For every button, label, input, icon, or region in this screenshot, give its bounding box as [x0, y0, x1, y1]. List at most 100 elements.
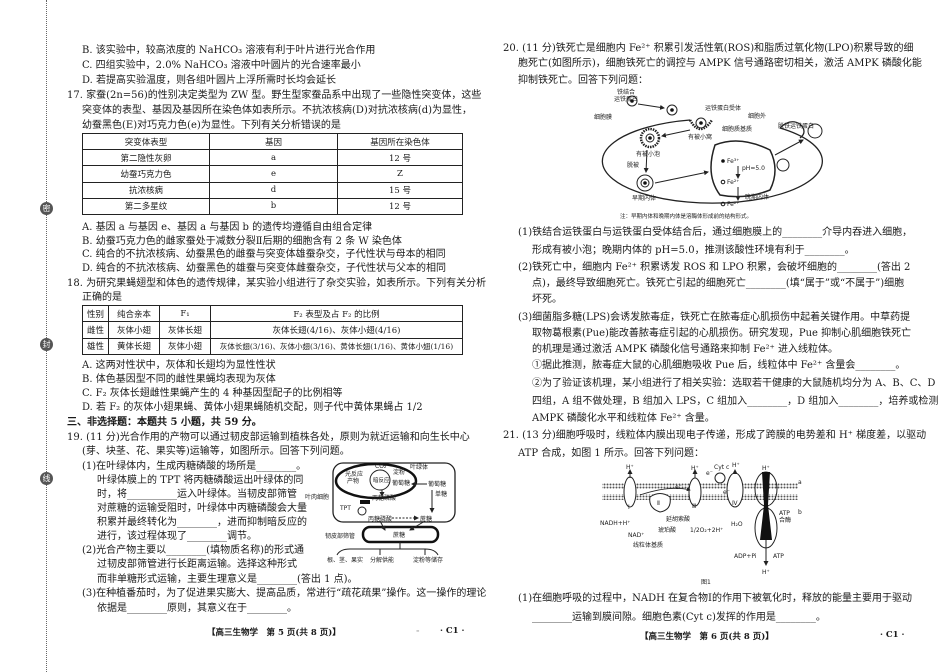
label-uncoating: 脱被 — [627, 161, 639, 169]
q20-part3: (3)细菌脂多糖(LPS)会诱发脓毒症，铁死亡在脓毒症心肌损伤中起着关键作用。中… — [518, 312, 911, 323]
coated-vesicle — [639, 127, 661, 149]
q18-stem: 正确的是 — [82, 292, 122, 303]
label-cyt-c: Cyt c — [714, 464, 729, 471]
tpt-transporter — [360, 500, 370, 504]
label-glucose-cytosol: 葡萄糖 — [428, 480, 446, 488]
label-co2: CO₂ — [375, 463, 387, 470]
coated-pit — [688, 119, 714, 131]
q17-stem: 突变体的表型、基因及基因所在染色体如表所示。不抗浓核病(D)对抗浓核病(d)为显… — [82, 105, 473, 116]
q20-stem: 20. (11 分)铁死亡是细胞内 Fe²⁺ 积累引发活性氧(ROS)和脂质过氧… — [503, 43, 914, 54]
label-sucrose: 蔗糖 — [420, 515, 432, 523]
label-water: H₂O — [731, 521, 743, 528]
q20-part3: 取物葛根素(Pue)能改善脓毒症引起的心肌损伤。研究发现，Pue 抑制心肌细胞铁… — [532, 328, 912, 339]
q20-stem: 抑制铁死亡。回答下列问题： — [518, 75, 648, 86]
q19-part1: 叶绿体膜上的 TPT 将丙糖磷酸运出叶绿体的同 — [97, 475, 304, 486]
early-endosome — [636, 174, 654, 192]
cell-membrane — [601, 119, 823, 204]
label-triose-phosphate: 丙糖磷酸 — [372, 494, 396, 502]
q20-part2: 点)，最终导致细胞死亡。铁死亡引起的细胞死亡________(填“属于”或“不属… — [532, 278, 905, 289]
q16-option-c: C. 四组实验中，2.0% NaHCO₃ 溶液中叶圆片的光合速率最小 — [82, 60, 361, 71]
q19-stem: 19. (11 分)光合作用的产物可以通过韧皮部运输到植株各处，原则为就近运输和… — [67, 432, 470, 443]
q19-part3: (3)在种植番茄时，为了促进果实膨大、提高品质，常进行“疏花疏果”操作。这一操作… — [82, 588, 487, 599]
receptor-complex — [776, 158, 790, 172]
q19-part1: (1)在叶绿体内，生成丙糖磷酸的场所是________。 — [82, 461, 307, 472]
figure-note: 注：早期内体和晚期内体是溶酶体形成前的结构形式。 — [620, 212, 752, 220]
arrow — [409, 520, 426, 531]
label-extracellular: 细胞外 — [748, 112, 766, 120]
label-light-product: 产物 — [347, 477, 359, 485]
q17-stem: 幼蚕黑色(E)对巧克力色(e)为显性。下列有关分析错误的是 — [82, 120, 341, 131]
table-row: 雌性 灰体小翅 灰体长翅 灰体长翅(4/16)、灰体小翅(4/16) — [82, 321, 463, 339]
pi-circle — [357, 506, 367, 516]
label-mesophyll-cell: 叶肉细胞 — [305, 493, 329, 501]
complex-2 — [649, 493, 671, 513]
table-cell: 灰体小翅 — [159, 337, 211, 356]
q17-option-d: D. 纯合的不抗浓核病、幼蚕黑色的雄蚕与突变体雌蚕杂交，子代性状与父本的相同 — [82, 263, 447, 274]
electron-path — [639, 487, 691, 496]
q18-option-c: C. F₂ 灰体长翅雌性果蝇产生的 4 种基因型配子的比例相等 — [82, 388, 343, 399]
page-footer: 【高三生物学 第 5 页(共 8 页)】 — [207, 628, 341, 638]
binding-line — [46, 0, 47, 672]
label-holo-transferrin: 铁结合 — [617, 88, 635, 96]
label-ph: pH=5.0 — [742, 165, 765, 172]
distribution-bracket — [336, 542, 439, 556]
footer-dash: - — [416, 626, 420, 636]
label-complex-3: Ⅲ — [692, 503, 696, 510]
q18-option-a: A. 这两对性状中，灰体和长翅均为显性性状 — [82, 360, 276, 371]
table-row: 雄性 黄体长翅 灰体小翅 灰体长翅(3/16)、灰体小翅(3/16)、黄体长翅(… — [82, 337, 463, 356]
label-h-plus: H⁺ — [732, 462, 740, 469]
section-heading: 三、非选择题：本题共 5 小题，共 59 分。 — [67, 417, 262, 428]
label-chloroplast: 叶绿体 — [410, 463, 428, 471]
label-h-plus: H⁺ — [762, 465, 770, 472]
label-late-endosome: 晚期内体 — [745, 193, 769, 201]
label-oxygen: 1/2O₂+2H⁺ — [690, 527, 723, 534]
label-starch: 淀粉 — [393, 468, 405, 476]
dark-reaction-cycle — [369, 469, 391, 491]
mesophyll-cell-outline — [332, 462, 456, 523]
arrow — [643, 149, 649, 173]
label-electron: e⁻ — [675, 484, 682, 491]
label-nadh: NADH+H⁺ — [600, 520, 630, 527]
apo-transferrin — [807, 123, 823, 139]
q21-part1: (1)在细胞呼吸的过程中，NADH 在复合物Ⅰ的作用下被氧化时，释放的能量主要用… — [518, 593, 913, 604]
seal-mark-mi: 密 — [40, 202, 53, 215]
label-h-plus: H⁺ — [626, 464, 634, 471]
table-cell: 12 号 — [337, 197, 463, 216]
label-side-a: a — [798, 479, 802, 486]
q19-stem: (芽、块茎、花、果实等)运输等，如图所示。回答下列问题。 — [82, 446, 350, 457]
label-adp-pi: ADP+Pi — [734, 553, 757, 560]
label-coated-vesicle: 有被小泡 — [636, 150, 660, 158]
q20-part3-sub2: AMPK 磷酸化水平和线粒体 Fe²⁺ 含量。 — [532, 413, 715, 424]
seal-mark-xian: 线 — [40, 472, 53, 485]
label-complex-1: Ⅰ — [628, 504, 630, 511]
label-h-plus: H⁺ — [762, 569, 770, 576]
footer-code: · C1 · — [440, 626, 465, 636]
label-complex-4: Ⅳ — [732, 500, 738, 507]
label-electron: e⁻ — [723, 489, 730, 496]
q19-part1: 对蔗糖的运输受阻时，叶绿体中丙糖磷酸会大量 — [97, 503, 307, 514]
q21-stem: ATP 合成，如图 1 所示。回答下列问题： — [518, 448, 704, 459]
table-cell: 第二多星纹 — [82, 197, 210, 216]
q20-part2: (2)铁死亡中，细胞内 Fe²⁺ 积累诱发 ROS 和 LPO 积累，会破坏细胞… — [518, 262, 911, 273]
label-holo-transferrin: 运铁蛋白 — [614, 95, 638, 103]
table-cell: 灰体长翅(3/16)、灰体小翅(3/16)、黄体长翅(1/16)、黄体小翅(1/… — [210, 337, 463, 356]
label-succinate: 琥珀酸 — [658, 526, 676, 534]
q20-part3-sub2: 四组，A 组不做处理，B 组加入 LPS，C 组加入________，D 组加入… — [532, 396, 939, 407]
transferrin-bound — [666, 104, 678, 116]
label-tpt: TPT — [339, 505, 351, 512]
table-header-row: 性别 纯合亲本 F₁ F₂ 表型及占 F₂ 的比例 — [82, 304, 463, 323]
label-fe2: Fe²⁺ — [727, 201, 739, 208]
label-fe2: Fe²⁺ — [727, 179, 739, 186]
label-apo-transferrin: 脱铁运铁蛋白 — [778, 122, 814, 130]
transferrin-in-pit — [695, 117, 707, 129]
q20-part3-sub1: ①据此推测，脓毒症大鼠的心肌细胞吸收 Pue 后，线粒体中 Fe²⁺ 含量会__… — [532, 360, 906, 371]
label-side-b: b — [798, 509, 802, 516]
q20-part3-sub2: ②为了验证该机理，某小组进行了相关实验：选取若干健康的大鼠随机均分为 A、B、C… — [532, 378, 936, 389]
q17-option-c: C. 纯合的不抗浓核病、幼蚕黑色的雌蚕与突变体雄蚕杂交，子代性状与母本的相同 — [82, 249, 446, 260]
footer-code: · C1 · — [880, 630, 905, 640]
label-phloem: 韧皮部筛管 — [325, 532, 355, 540]
arrow — [774, 139, 804, 156]
label-nad: NAD⁺ — [628, 532, 644, 539]
label-h-plus: H⁺ — [691, 465, 699, 472]
table-row: 第二多星纹 b 12 号 — [82, 197, 463, 216]
